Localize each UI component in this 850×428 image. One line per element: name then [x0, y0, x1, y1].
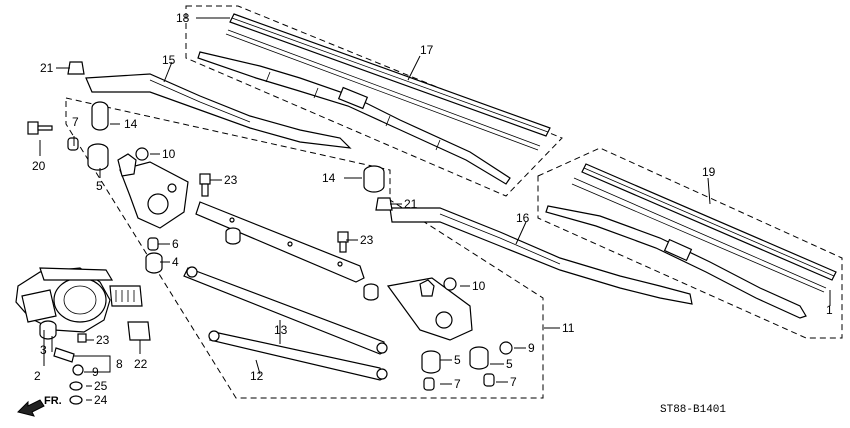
callout-10-right: 10: [472, 279, 486, 293]
callout-3: 3: [40, 343, 47, 357]
callout-11: 11: [562, 321, 575, 335]
wiper-motor-2: [15, 267, 114, 333]
callout-2: 2: [34, 369, 41, 383]
nut-10-right: [443, 277, 457, 291]
grommet-mid: [225, 227, 241, 245]
wiper-pivot-bracket-left: [117, 153, 189, 229]
callout-18: 18: [176, 11, 190, 25]
bushing-4: [145, 252, 163, 274]
callout-22: 22: [134, 357, 148, 371]
nut-9-right: [499, 341, 513, 355]
callout-12: 12: [250, 369, 264, 383]
callout-1: 1: [826, 303, 833, 317]
callout-7-middle: 7: [454, 377, 461, 391]
callout-15: 15: [162, 53, 176, 67]
bolt-20: [27, 121, 53, 135]
bolt-23-middle: [337, 231, 349, 253]
callout-23-upper: 23: [224, 173, 238, 187]
front-direction-label: FR.: [44, 395, 62, 407]
callout-7-left: 7: [72, 115, 79, 129]
callout-13: 13: [274, 323, 288, 337]
callout-5-middle: 5: [454, 353, 461, 367]
bolt-23-lower: [77, 333, 87, 343]
wiper-blade-17: [197, 13, 551, 185]
callout-5-left: 5: [96, 179, 103, 193]
callout-19: 19: [702, 165, 716, 179]
callout-23-lower: 23: [96, 333, 110, 347]
wiper-blade-19: [545, 163, 837, 319]
nut-10-left: [135, 147, 149, 161]
link-rod-12: [208, 330, 388, 381]
nut-24: [69, 395, 83, 405]
callout-20: 20: [32, 159, 46, 173]
wiper-arm-16: [389, 207, 693, 305]
callout-6: 6: [172, 237, 179, 251]
washer-25: [69, 381, 83, 391]
callout-14-left: 14: [124, 117, 138, 131]
diagram-code: ST88-B1401: [660, 404, 726, 416]
link-8: [53, 347, 75, 363]
callout-10-left: 10: [162, 147, 176, 161]
bushing-5-right: [469, 346, 489, 370]
grommet-right: [363, 283, 379, 301]
callout-16: 16: [516, 211, 530, 225]
blade-17-group-box: [185, 5, 563, 197]
link-rod-13: [183, 266, 388, 355]
callout-9-right: 9: [528, 341, 535, 355]
callout-21-lower: 21: [404, 197, 418, 211]
callout-24: 24: [94, 393, 108, 407]
linkage-group-box: [65, 97, 544, 399]
wiper-arm-15: [85, 73, 352, 149]
callout-23-middle: 23: [360, 233, 374, 247]
callout-14-right: 14: [322, 171, 336, 185]
callout-21-upper: 21: [40, 61, 54, 75]
connector-22: [127, 321, 151, 341]
leader-lines: [39, 17, 831, 401]
callout-9-lower: 9: [92, 365, 99, 379]
nut-9-lower: [72, 364, 84, 376]
callout-17: 17: [420, 43, 434, 57]
collar-7-middle: [423, 377, 435, 391]
linkage-rod-upper: [195, 201, 365, 283]
wiper-pivot-bracket-right: [386, 277, 473, 341]
callout-8: 8: [116, 357, 123, 371]
callout-7-right: 7: [510, 375, 517, 389]
blade-19-group-box: [537, 147, 843, 339]
bushing-14-right: [363, 165, 385, 193]
collar-7-right: [483, 373, 495, 387]
bushing-5-left: [87, 143, 109, 171]
callout-4: 4: [172, 255, 179, 269]
callout-5-right: 5: [506, 357, 513, 371]
bushing-14-left: [91, 101, 109, 131]
callout-25: 25: [94, 379, 108, 393]
bushing-5-middle: [421, 350, 441, 374]
bolt-23-upper: [199, 173, 211, 197]
bushing-3: [39, 320, 57, 340]
cap-21-lower: [375, 197, 393, 211]
callouts: 18 17 15 21 7 14 20 10 5 23 14 21 19 16 …: [32, 11, 833, 407]
motor-connector: [109, 285, 143, 307]
collar-7-left: [67, 137, 79, 151]
collar-6: [147, 237, 159, 251]
front-direction-arrow-icon: FR.: [17, 395, 62, 417]
cap-21-upper: [67, 61, 85, 75]
